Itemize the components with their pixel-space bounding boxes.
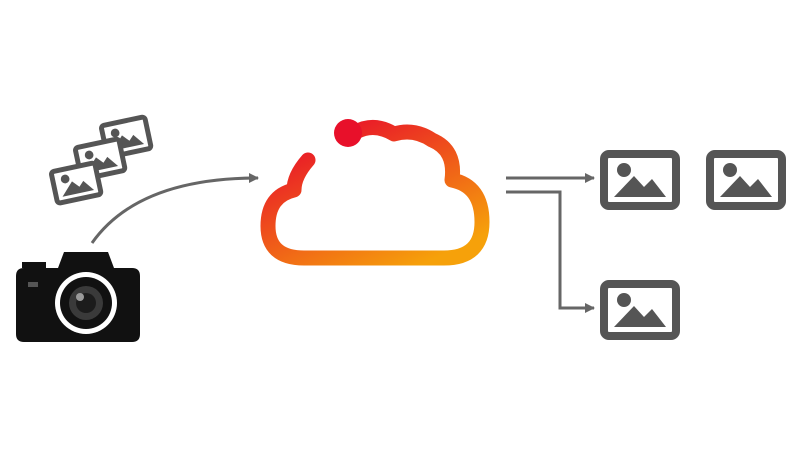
- photo-stack-icon: [51, 117, 151, 204]
- image-icon-output-3: [604, 284, 676, 336]
- camera-icon: [16, 252, 140, 342]
- arrow-cloud-to-output-3: [506, 190, 595, 313]
- image-icon-output-2: [710, 154, 782, 206]
- image-icon-output-1: [604, 154, 676, 206]
- arrow-camera-to-cloud: [90, 173, 259, 244]
- cloud-icon: [260, 119, 490, 266]
